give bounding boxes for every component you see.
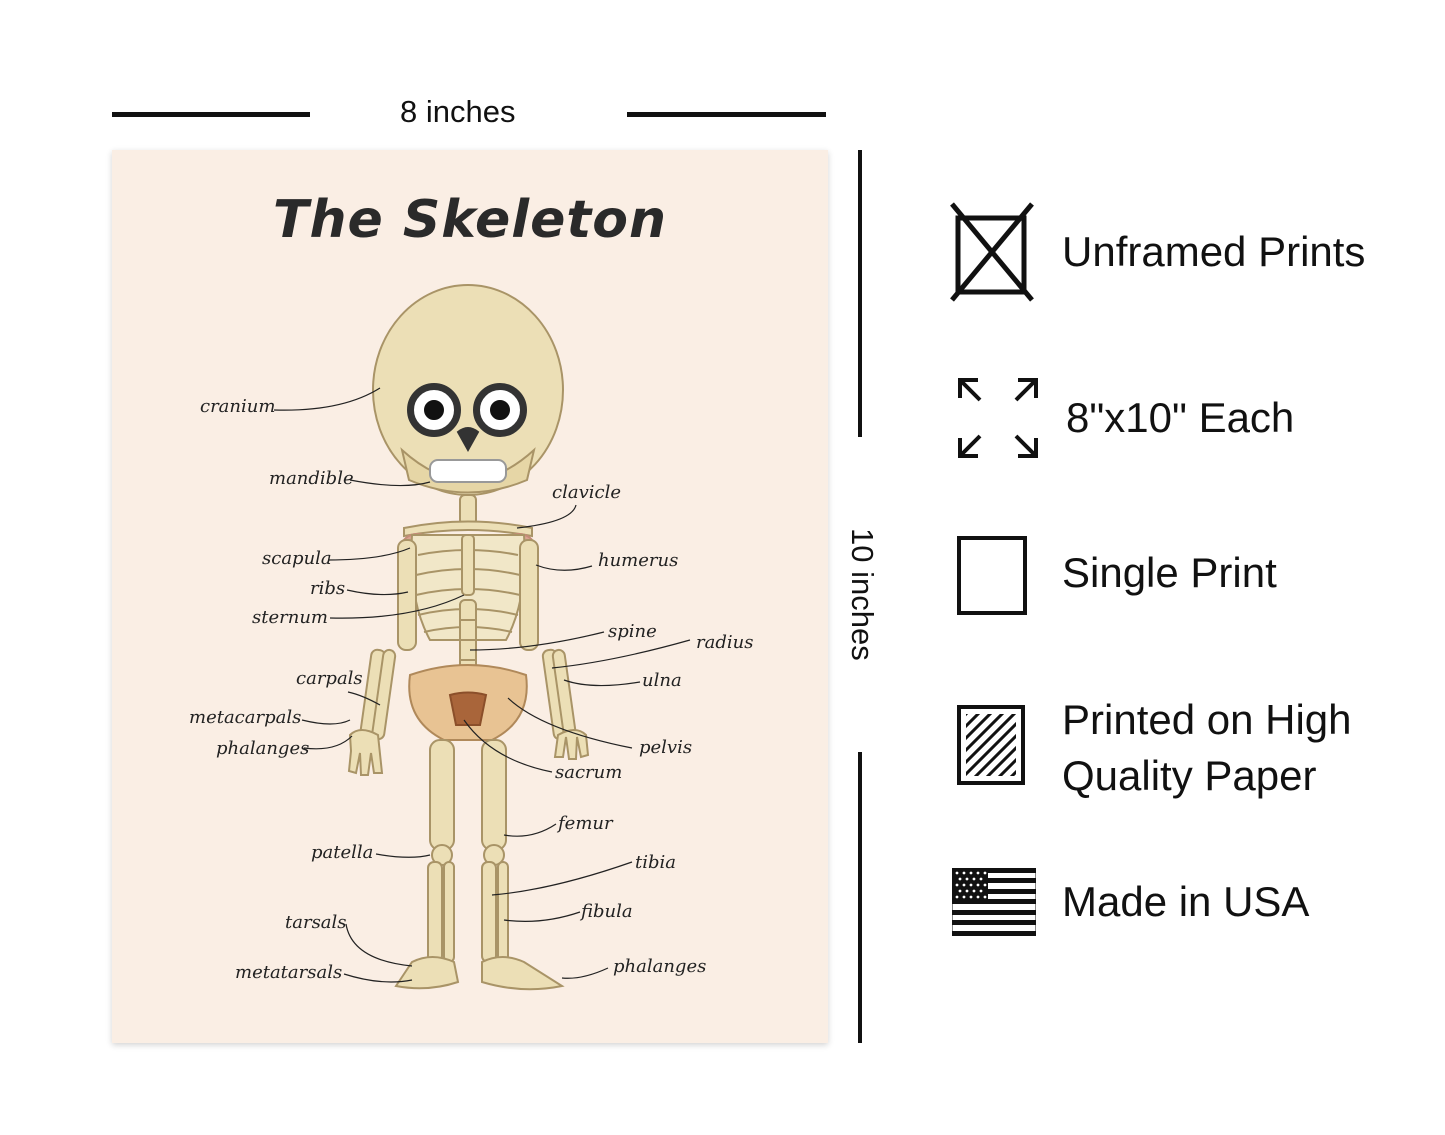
feature-made-in-usa-text: Made in USA <box>1062 878 1310 925</box>
paper-icon <box>957 705 1025 785</box>
label-metatarsals: metatarsals <box>235 962 343 983</box>
single-print-icon <box>957 536 1027 615</box>
label-tarsals: tarsals <box>285 912 347 933</box>
feature-unframed-text: Unframed Prints <box>1062 228 1366 275</box>
label-radius: radius <box>696 632 754 653</box>
label-femur: femur <box>558 813 613 834</box>
width-dimension-line-left <box>112 112 310 117</box>
label-ulna: ulna <box>642 670 682 691</box>
label-phalanges-foot: phalanges <box>613 956 707 977</box>
label-pelvis: pelvis <box>639 737 693 758</box>
feature-size: 8"x10" Each <box>950 376 1430 460</box>
feature-paper: Printed on High Quality Paper <box>950 692 1430 808</box>
label-humerus: humerus <box>598 550 679 571</box>
label-spine: spine <box>608 621 657 642</box>
height-dimension-line-bottom <box>858 752 862 1043</box>
width-dimension-label: 8 inches <box>400 94 516 129</box>
skeleton-illustration <box>273 284 691 991</box>
feature-made-in-usa: Made in USA <box>950 868 1430 938</box>
height-dimension-label: 10 inches <box>845 528 880 661</box>
label-tibia: tibia <box>635 852 677 873</box>
label-scapula: scapula <box>262 548 332 569</box>
unframed-icon <box>950 202 1034 302</box>
height-dimension-line-top <box>858 150 862 437</box>
label-cranium: cranium <box>200 396 276 417</box>
label-patella: patella <box>311 842 374 863</box>
label-sternum: sternum <box>252 607 328 628</box>
poster-title: The Skeleton <box>272 190 667 250</box>
label-carpals: carpals <box>296 668 363 689</box>
feature-single-print: Single Print <box>950 535 1430 617</box>
label-sacrum: sacrum <box>555 762 623 783</box>
feature-single-print-text: Single Print <box>1062 549 1277 596</box>
label-mandible: mandible <box>269 468 354 489</box>
expand-icon <box>958 378 1038 458</box>
feature-paper-text: Printed on High Quality Paper <box>1062 696 1352 799</box>
label-fibula: fibula <box>581 901 633 922</box>
usa-flag-icon <box>952 868 1036 936</box>
skeleton-poster: The Skeleton <box>112 150 828 1043</box>
label-phalanges-hand: phalanges <box>216 738 310 759</box>
label-ribs: ribs <box>310 578 346 599</box>
label-metacarpals: metacarpals <box>189 707 302 728</box>
feature-unframed: Unframed Prints <box>950 202 1430 302</box>
label-clavicle: clavicle <box>552 482 621 503</box>
width-dimension-line-right <box>627 112 826 117</box>
feature-size-text: 8"x10" Each <box>1066 394 1295 441</box>
